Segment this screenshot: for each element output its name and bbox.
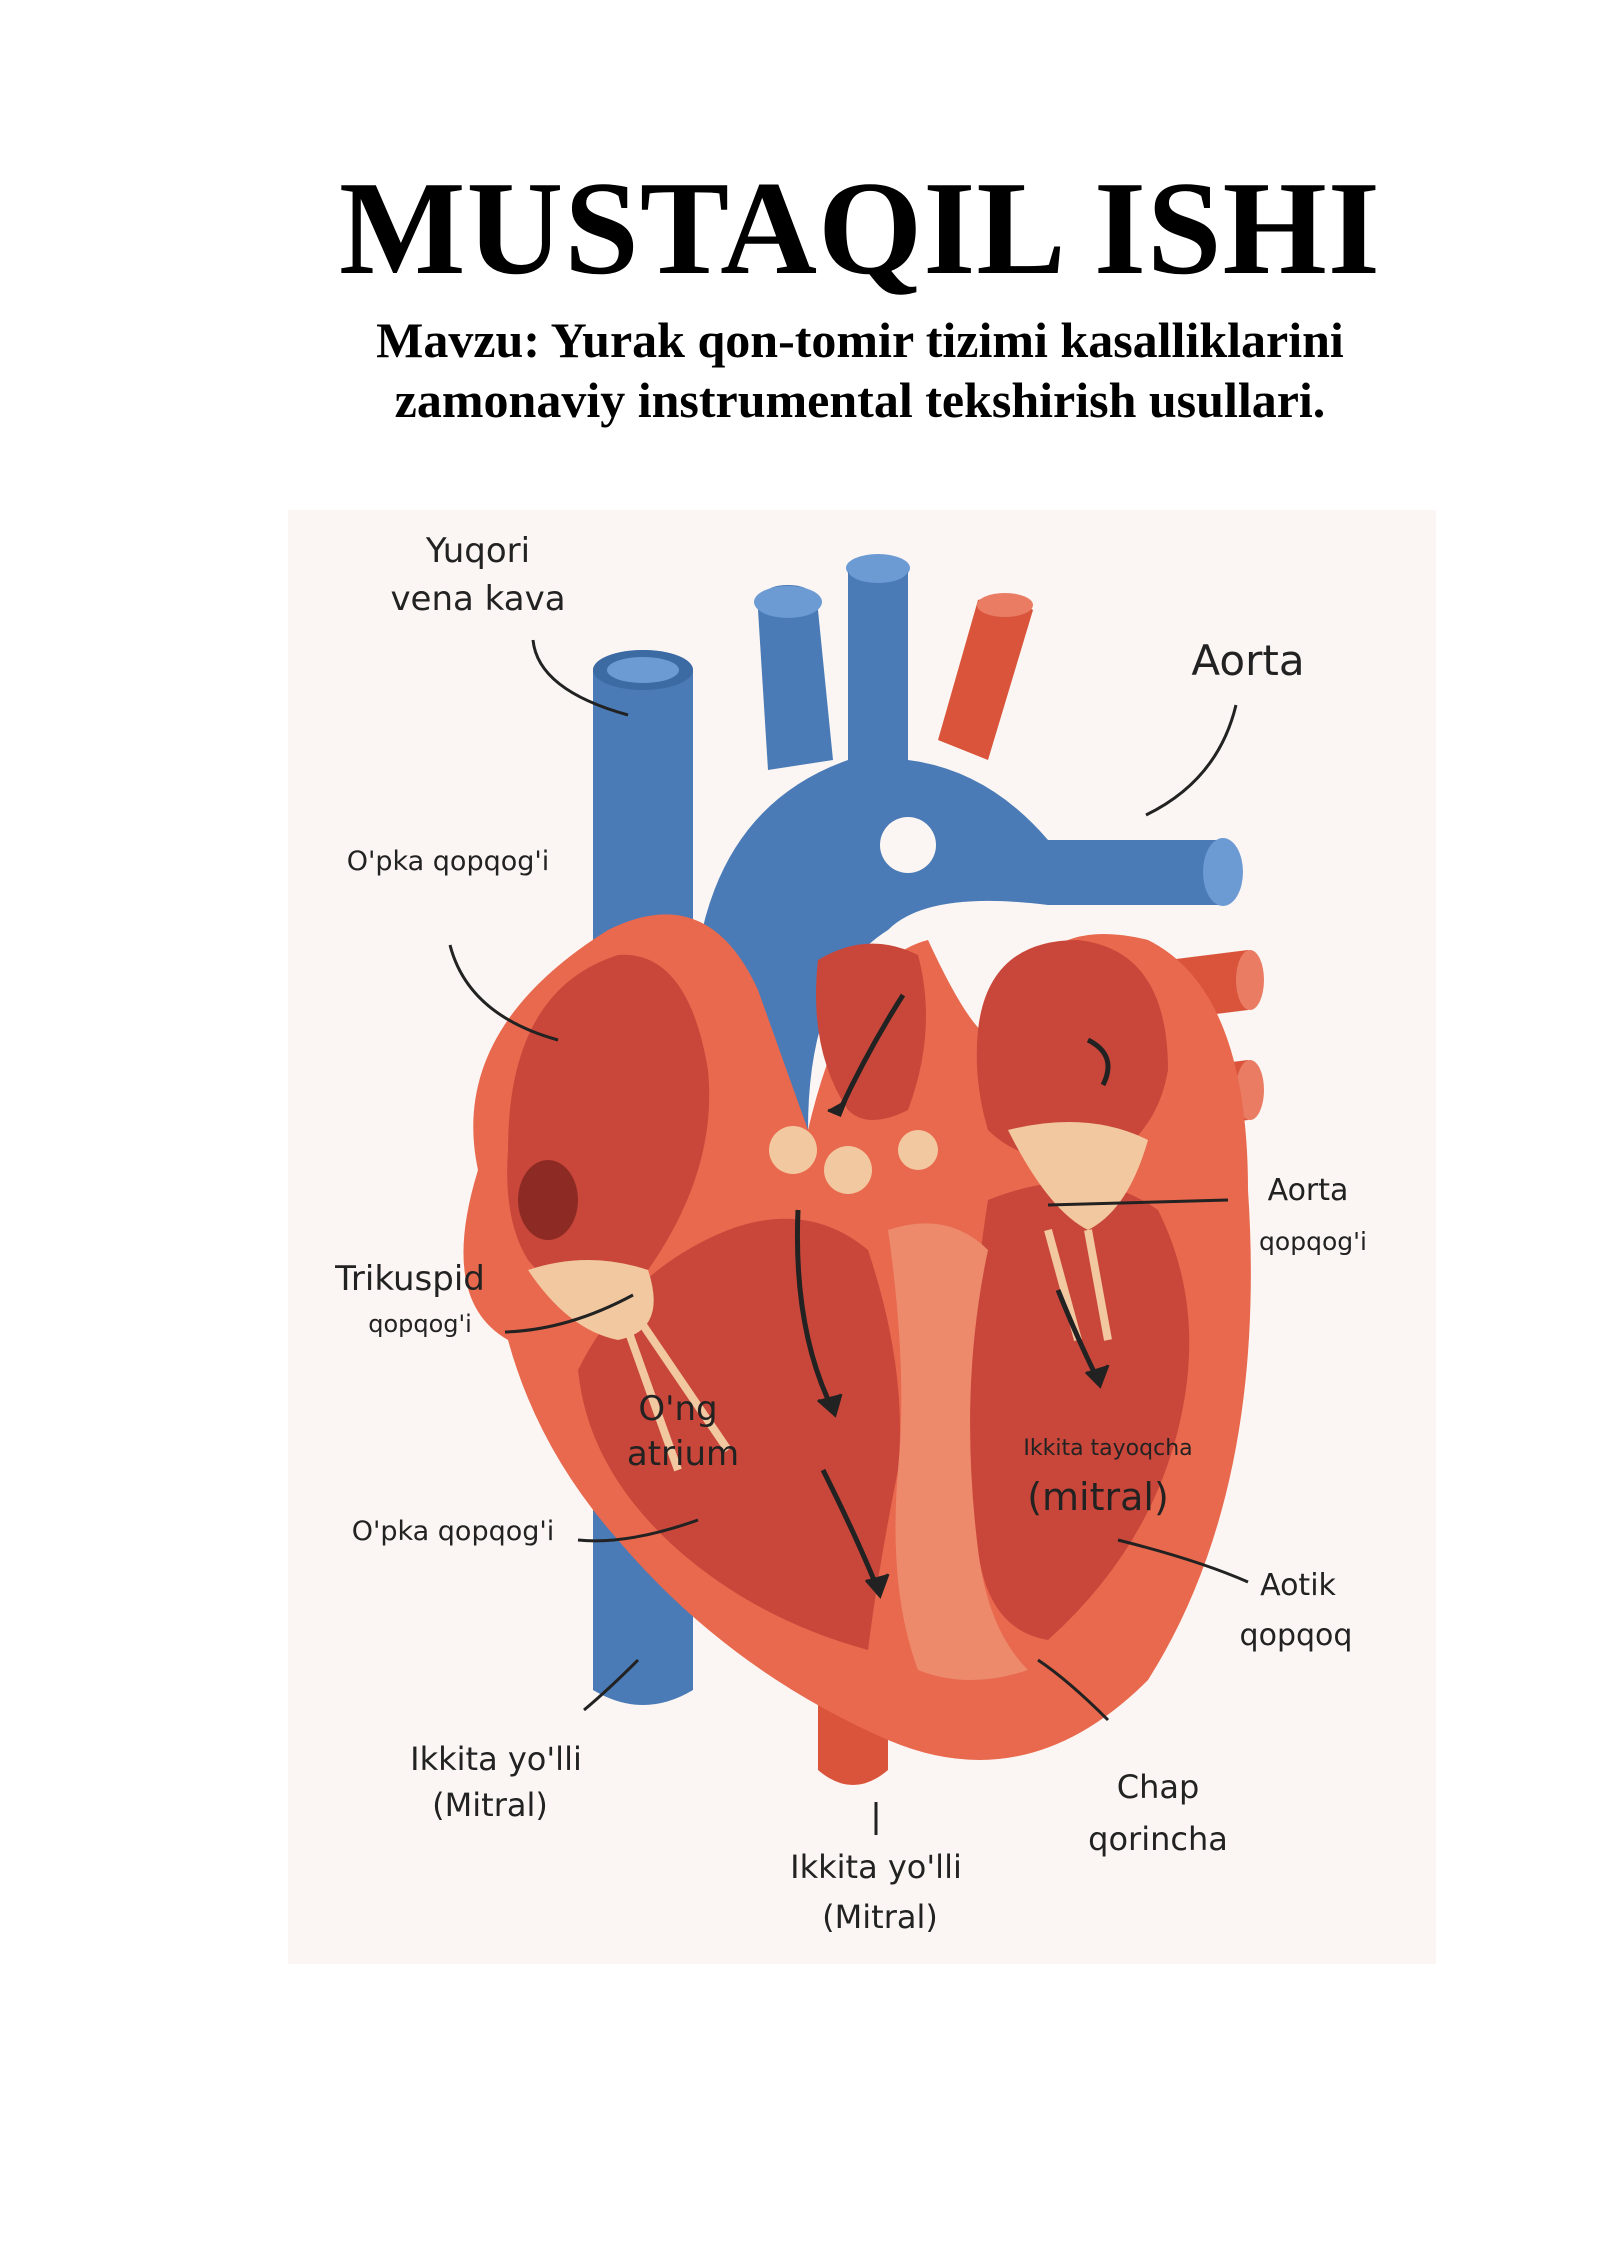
label-ra-1: O'ng bbox=[638, 1389, 717, 1429]
page-subtitle: Mavzu: Yurak qon-tomir tizimi kasallikla… bbox=[0, 310, 1600, 430]
label-lv-2: qorincha bbox=[1088, 1820, 1228, 1858]
label-bicuspid-left-1: Ikkita yo'lli bbox=[410, 1740, 582, 1778]
label-bicuspid-center-1: Ikkita tayoqcha bbox=[1023, 1436, 1192, 1461]
label-ra-2: atrium bbox=[627, 1434, 739, 1474]
label-pulm-valve-top: O'pka qopqog'i bbox=[347, 846, 550, 877]
label-bicuspid-bottom-1: Ikkita yo'lli bbox=[790, 1848, 962, 1886]
label-lv-1: Chap bbox=[1117, 1768, 1200, 1806]
heart-body bbox=[463, 914, 1251, 1760]
aorta-vessel bbox=[938, 593, 1033, 760]
label-tricuspid-2: qopqog'i bbox=[368, 1310, 472, 1338]
label-tricuspid-1: Trikuspid bbox=[334, 1259, 485, 1299]
pulmonary-trunk bbox=[691, 554, 1243, 1130]
label-aorta: Aorta bbox=[1191, 636, 1304, 685]
label-aotik-2: qopqoq bbox=[1240, 1618, 1353, 1653]
label-pulm-valve-bottom: O'pka qopqog'i bbox=[352, 1516, 555, 1547]
subtitle-line-2: zamonaviy instrumental tekshirish usulla… bbox=[394, 372, 1326, 428]
page-title: MUSTAQIL ISHI bbox=[339, 154, 1381, 302]
diagram-labels: Yuqori vena kava Aorta O'pka qopqog'i Tr… bbox=[334, 531, 1367, 1936]
leader-lines bbox=[448, 639, 1249, 1835]
label-bicuspid-center-2: (mitral) bbox=[1027, 1475, 1169, 1519]
label-aortic-valve-2: qopqog'i bbox=[1259, 1227, 1367, 1256]
label-svc-2: vena kava bbox=[390, 579, 565, 619]
label-aortic-valve-1: Aorta bbox=[1268, 1173, 1349, 1208]
heart-diagram: Yuqori vena kava Aorta O'pka qopqog'i Tr… bbox=[288, 510, 1436, 1964]
label-svc-1: Yuqori bbox=[425, 531, 530, 571]
label-bicuspid-left-2: (Mitral) bbox=[432, 1786, 548, 1824]
flow-arrows bbox=[794, 993, 1111, 1599]
subtitle-line-1: Mavzu: Yurak qon-tomir tizimi kasallikla… bbox=[376, 312, 1344, 368]
label-bicuspid-bottom-2: (Mitral) bbox=[822, 1898, 938, 1936]
label-aotik-1: Aotik bbox=[1260, 1568, 1336, 1603]
